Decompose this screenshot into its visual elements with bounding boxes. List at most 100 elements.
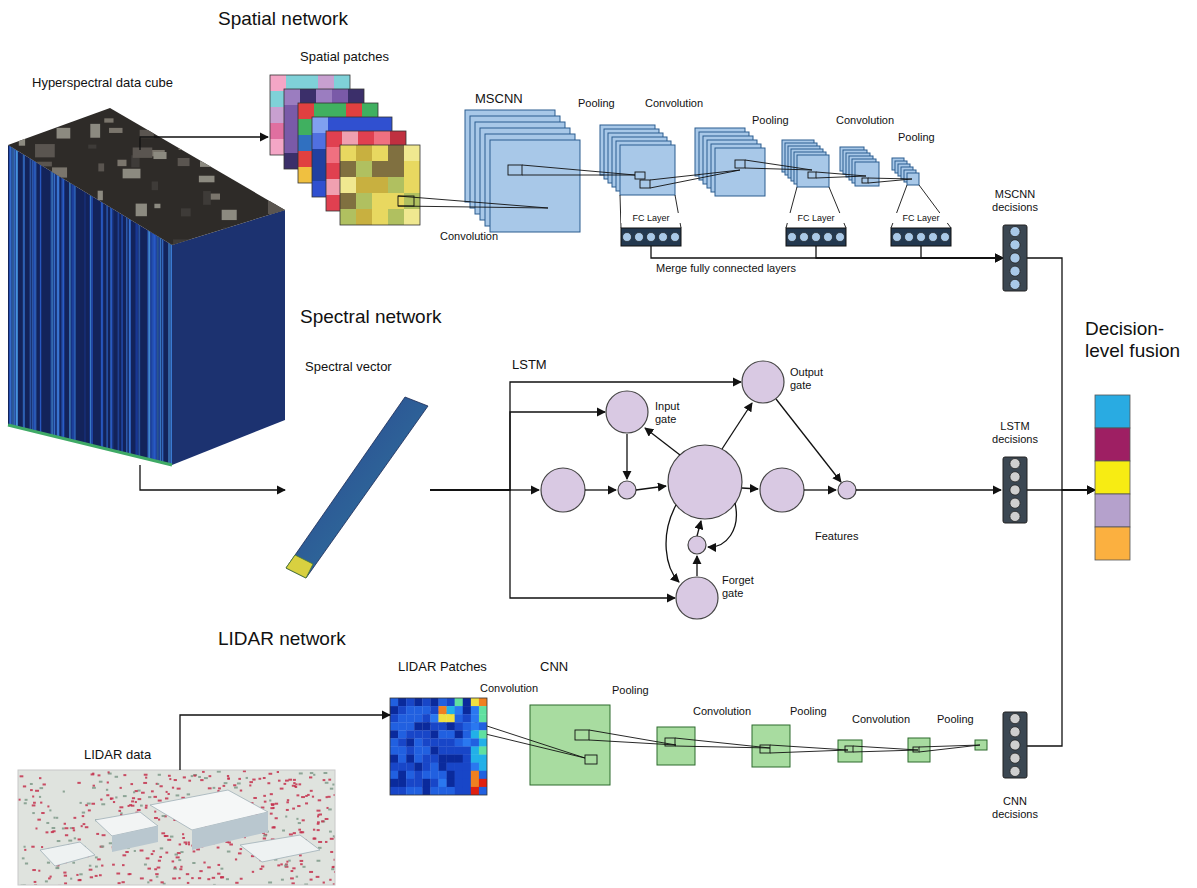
lidar-point — [318, 799, 321, 801]
heat-cell — [430, 755, 438, 763]
feature-map — [797, 155, 829, 187]
lidar-heatmap — [390, 698, 487, 795]
projection-line — [770, 745, 848, 750]
patch-pixel — [388, 209, 404, 225]
lidar-point — [144, 774, 148, 776]
lidar-point — [271, 803, 275, 805]
heat-cell — [406, 771, 414, 779]
lidar-point — [131, 800, 134, 802]
fc-unit — [824, 233, 833, 242]
lidar-point — [293, 832, 296, 834]
heat-cell — [414, 779, 422, 787]
lidar-point — [238, 778, 241, 780]
heat-cell — [390, 771, 398, 779]
lidar-point — [38, 870, 40, 872]
heat-cell — [439, 714, 447, 722]
lidar-point — [264, 834, 267, 836]
lidar-point — [18, 799, 20, 801]
spectral-stripe — [61, 140, 62, 470]
patch-pixel — [356, 145, 372, 161]
cnn-stack: CNN — [530, 705, 610, 785]
projection-line — [398, 206, 548, 208]
fc-unit — [623, 233, 632, 242]
lidar-point — [35, 827, 37, 829]
lidar-point — [89, 869, 93, 871]
lidar-point — [20, 775, 24, 777]
heat-cell — [447, 722, 455, 730]
cube-city — [18, 115, 292, 256]
fusion-vector: Decision-level fusion — [1095, 395, 1130, 560]
patch-pixel — [356, 161, 372, 177]
lidar-point — [65, 827, 69, 829]
node-label: CNN decisions — [984, 795, 1046, 820]
lidar-point — [99, 781, 103, 783]
lidar-point — [328, 779, 331, 781]
lidar-point — [299, 772, 303, 774]
heat-cell — [463, 722, 471, 730]
lidar-point — [317, 810, 321, 812]
lidar-point — [155, 873, 158, 875]
kernel-box — [845, 746, 853, 752]
lidar-point — [32, 796, 34, 798]
city-block — [109, 128, 122, 133]
lstm-circle — [541, 468, 585, 512]
lstm-arrow — [626, 434, 627, 479]
layer-label: Pooling — [752, 114, 789, 127]
lidar-point — [328, 808, 332, 810]
heat-cell — [471, 763, 479, 771]
heat-cell — [406, 787, 414, 795]
spectral-stripe — [73, 140, 75, 470]
lidar-point — [63, 872, 66, 874]
spectral-stripe — [13, 140, 14, 470]
lidar-point — [217, 771, 221, 773]
lidar-point — [77, 782, 80, 784]
lidar-point — [238, 852, 242, 854]
lidar-point — [226, 878, 229, 880]
heat-cell — [422, 730, 430, 738]
lidar-point — [154, 811, 156, 813]
lidar-point — [271, 804, 274, 806]
decision-vector: MSCNN decisions — [1003, 225, 1027, 291]
vector-unit — [1010, 511, 1020, 521]
spectral-bar-end — [286, 555, 313, 578]
lidar-point — [46, 822, 49, 824]
lidar-point — [151, 853, 154, 855]
node-outline — [675, 576, 719, 620]
lidar-point — [73, 829, 75, 831]
patch-pixel — [372, 193, 388, 209]
lidar-point — [312, 796, 314, 798]
lidar-point — [319, 813, 322, 815]
lidar-point — [325, 782, 329, 784]
heat-cell — [430, 738, 438, 746]
lidar-point — [270, 793, 273, 795]
lidar-point — [165, 797, 168, 799]
lidar-point — [322, 820, 326, 822]
city-block — [90, 124, 100, 138]
lidar-point — [286, 809, 289, 811]
lidar-point — [87, 803, 91, 805]
projection-line — [868, 179, 912, 183]
lidar-point — [170, 836, 173, 838]
lidar-point — [185, 843, 187, 845]
city-block — [220, 127, 240, 132]
lidar-point — [41, 846, 43, 848]
lidar-point — [41, 812, 44, 814]
lidar-point — [273, 807, 275, 809]
heat-cell — [422, 779, 430, 787]
patch-pixel — [404, 145, 420, 161]
heat-cell — [455, 722, 463, 730]
lidar-point — [107, 781, 109, 783]
lidar-point — [123, 795, 127, 797]
city-block — [208, 143, 215, 153]
city-block — [275, 196, 281, 205]
lidar-point — [264, 801, 267, 803]
lidar-point — [32, 804, 36, 806]
lidar-point — [91, 773, 95, 775]
lidar-point — [294, 785, 296, 787]
lidar-point — [118, 810, 121, 812]
patch-pixel — [372, 145, 388, 161]
lidar-point — [317, 823, 320, 825]
lidar-point — [208, 787, 212, 789]
lidar-point — [280, 788, 284, 790]
lidar-point — [277, 864, 280, 866]
